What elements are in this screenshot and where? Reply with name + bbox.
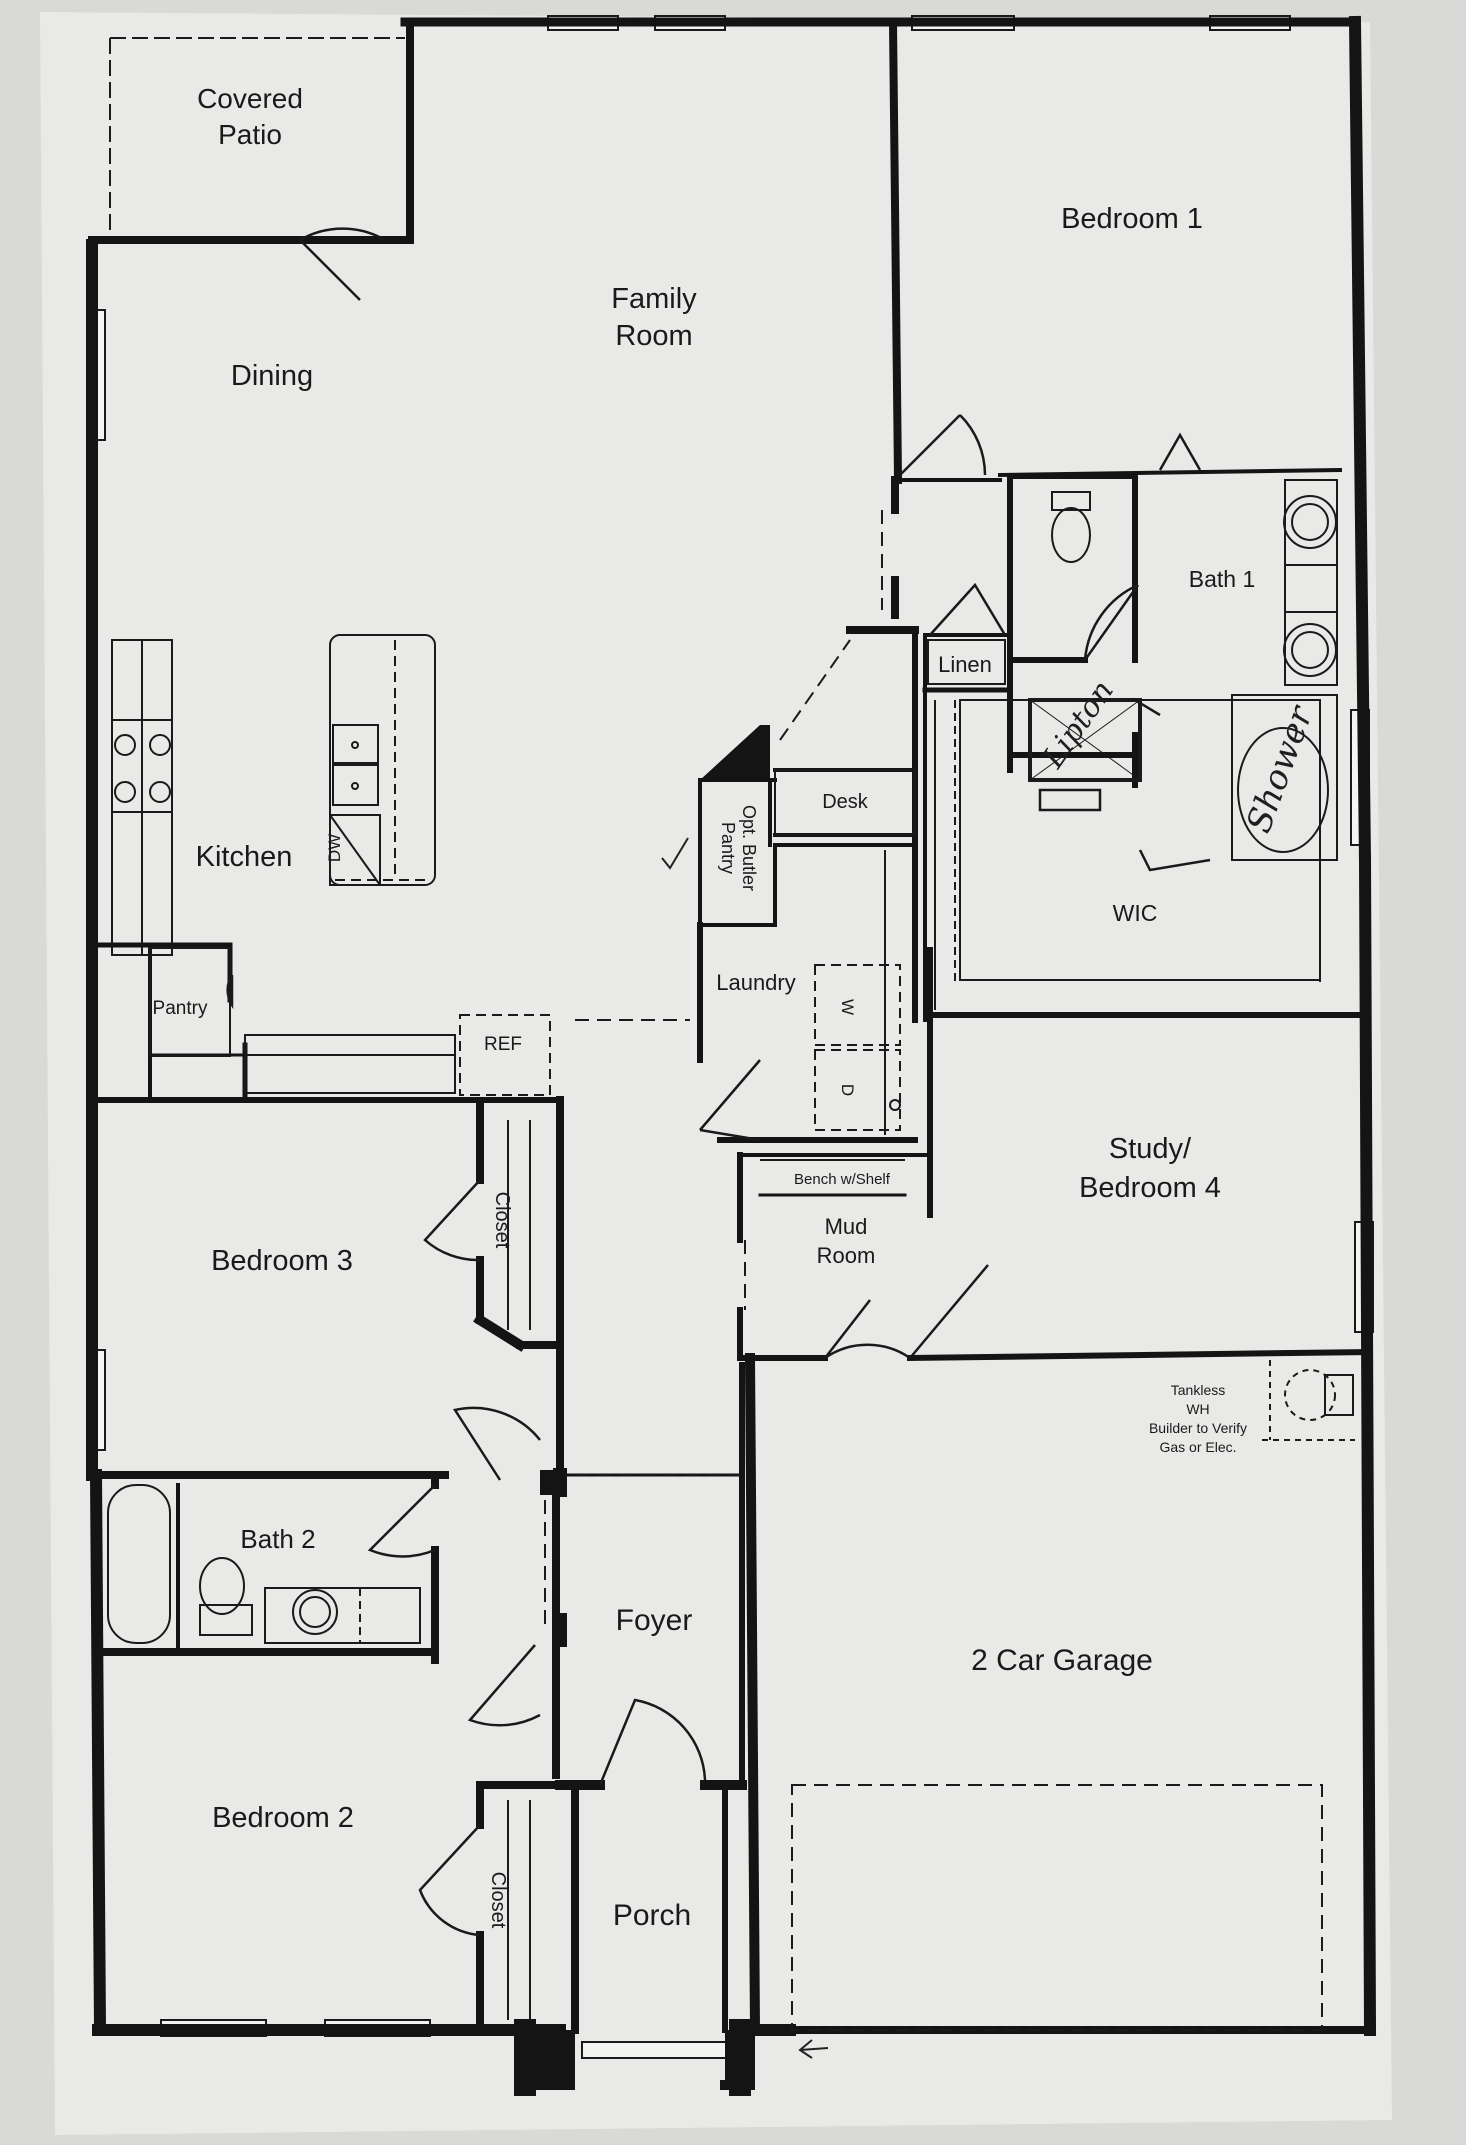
label-pantry: Pantry bbox=[153, 998, 208, 1019]
label-dining: Dining bbox=[231, 360, 313, 392]
label-bedroom-1: Bedroom 1 bbox=[1061, 203, 1203, 235]
paper-sheet bbox=[40, 12, 1392, 2135]
label-covered-patio-line2: Patio bbox=[218, 119, 282, 150]
label-bedroom-2: Bedroom 2 bbox=[212, 1802, 354, 1834]
label-mud-room-line2: Room bbox=[817, 1243, 876, 1268]
label-butler-pantry-line1: Opt. Butler bbox=[739, 805, 759, 891]
label-porch: Porch bbox=[613, 1899, 691, 1932]
label-ref: REF bbox=[484, 1034, 522, 1055]
label-tankless-line1: Tankless bbox=[1171, 1382, 1225, 1398]
label-tankless-line3: Builder to Verify bbox=[1149, 1420, 1247, 1436]
handwritten-arrow bbox=[798, 2039, 829, 2059]
handwritten-checkmark bbox=[661, 837, 689, 870]
label-family-room-line1: Family bbox=[611, 283, 697, 315]
doors bbox=[226, 227, 1211, 1937]
label-tankless-line4: Gas or Elec. bbox=[1159, 1439, 1236, 1455]
wall-blocks bbox=[530, 725, 770, 2090]
label-dryer: D bbox=[838, 1084, 857, 1096]
label-foyer: Foyer bbox=[616, 1604, 693, 1637]
label-family-room-line2: Room bbox=[615, 320, 692, 352]
label-desk: Desk bbox=[822, 791, 869, 813]
label-bedroom-3: Bedroom 3 bbox=[211, 1245, 353, 1277]
label-mud-room-line1: Mud bbox=[825, 1214, 868, 1239]
label-bath-2: Bath 2 bbox=[240, 1524, 315, 1554]
label-closet-upper: Closet bbox=[491, 1192, 513, 1249]
label-wic: WIC bbox=[1113, 900, 1158, 926]
label-closet-lower: Closet bbox=[487, 1872, 509, 1929]
label-washer: W bbox=[838, 999, 857, 1015]
label-bench: Bench w/Shelf bbox=[794, 1171, 891, 1188]
label-bath-1: Bath 1 bbox=[1189, 566, 1256, 592]
label-kitchen: Kitchen bbox=[196, 841, 293, 873]
label-study-line2: Bedroom 4 bbox=[1079, 1172, 1221, 1204]
room-labels: Covered Patio Bedroom 1 Family Room Dini… bbox=[153, 83, 1256, 1932]
label-butler-pantry-line2: Pantry bbox=[718, 822, 738, 874]
label-linen: Linen bbox=[938, 652, 992, 677]
label-covered-patio-line1: Covered bbox=[197, 83, 303, 114]
label-dw: DW bbox=[325, 834, 344, 862]
label-tankless-line2: WH bbox=[1186, 1401, 1209, 1417]
walls bbox=[86, 15, 1377, 2096]
label-study-line1: Study/ bbox=[1109, 1133, 1192, 1165]
label-garage: 2 Car Garage bbox=[971, 1644, 1153, 1677]
label-laundry: Laundry bbox=[716, 970, 796, 995]
cabinetry bbox=[107, 37, 1355, 2031]
